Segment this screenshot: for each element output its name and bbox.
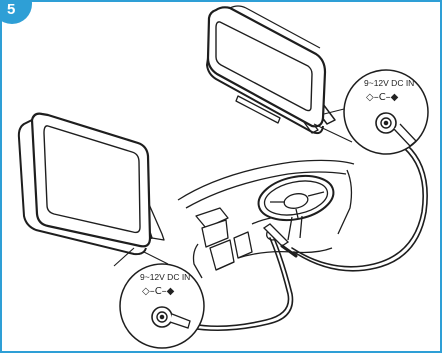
dvd-player-left — [19, 114, 164, 255]
dc-in-label-left: 9~12V DC IN — [140, 272, 190, 282]
dc-in-label-right: 9~12V DC IN — [364, 78, 414, 88]
car-dashboard — [178, 160, 354, 278]
callout-right: 9~12V DC IN ◇–C–◆ — [344, 70, 428, 154]
step-number: 5 — [7, 2, 15, 18]
callout-left: 9~12V DC IN ◇–C–◆ — [120, 264, 204, 348]
step-badge: 5 — [2, 2, 32, 24]
dvd-player-right — [207, 6, 335, 133]
dc-polarity-symbol-left: ◇–C–◆ — [142, 286, 175, 297]
illustration: 5 — [2, 2, 440, 351]
dc-polarity-symbol-right: ◇–C–◆ — [366, 92, 399, 103]
